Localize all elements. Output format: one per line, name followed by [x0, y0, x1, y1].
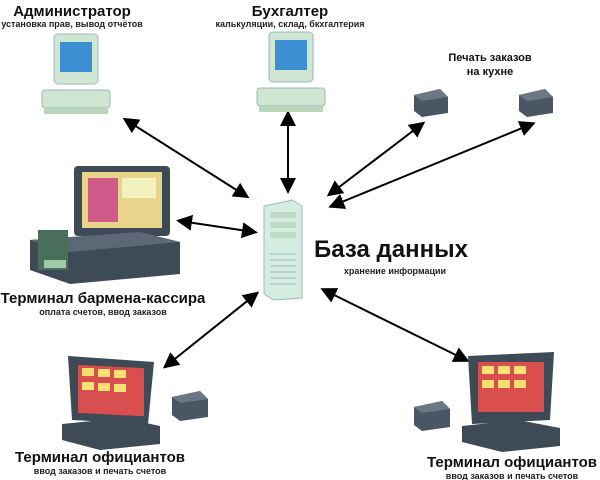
arrow-waiter-right-db [320, 288, 470, 362]
bartender-pos-terminal-icon [30, 166, 180, 284]
arrow-kitchen-printer1-db [326, 121, 426, 197]
waiter-terminal-icon [62, 356, 160, 450]
kitchen-printer-icon [414, 89, 448, 117]
waiter-left-title: Терминал официантов [14, 449, 186, 466]
accountant-computer-icon [256, 31, 326, 112]
waiter-printer-icon [172, 391, 208, 421]
waiter-terminal-icon [462, 352, 560, 452]
waiter-printer-icon [414, 401, 450, 431]
admin-title: Администратор [13, 3, 131, 20]
arrow-kitchen-printer2-db [328, 121, 536, 209]
waiter-right-title: Терминал официантов [426, 454, 598, 471]
kitchen-title-line1: Печать заказов [448, 52, 532, 64]
waiter-right-subtitle: ввод заказов и печать счетов [445, 471, 579, 480]
accountant-title: Бухгалтер [251, 3, 329, 20]
bartender-title: Терминал бармена-кассира [0, 290, 206, 307]
kitchen-printer-icon [519, 89, 553, 117]
database-title: База данных [314, 236, 468, 263]
admin-computer-icon [41, 33, 111, 114]
kitchen-title-line2: на кухне [466, 66, 514, 78]
arrow-admin-db [122, 117, 250, 199]
admin-subtitle: установка прав, вывод отчётов [1, 19, 143, 29]
waiter-left-subtitle: ввод заказов и печать счетов [33, 466, 167, 476]
database-subtitle: хранение информации [343, 266, 447, 276]
database-server-icon [263, 199, 303, 301]
arrow-waiter-left-db [162, 291, 260, 369]
bartender-subtitle: оплата счетов, ввод заказов [39, 307, 167, 317]
accountant-subtitle: калькуляции, склад, бкхгалтерия [215, 19, 365, 29]
arrow-bartender-db [176, 214, 258, 239]
